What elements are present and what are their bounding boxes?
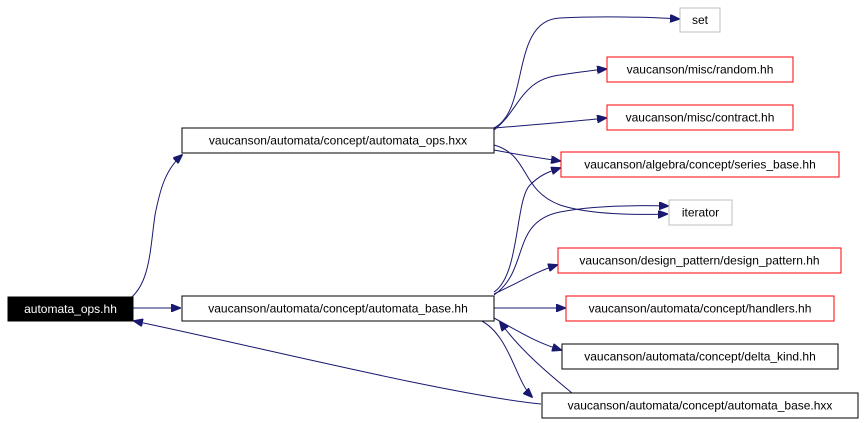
node-label: vaucanson/misc/random.hh: [627, 63, 774, 77]
node-label: automata_ops.hh: [24, 302, 117, 316]
node-label: vaucanson/automata/concept/automata_base…: [568, 399, 833, 413]
edge-ops-hxx-to-random: [493, 69, 606, 131]
node-label: vaucanson/automata/concept/delta_kind.hh: [584, 350, 816, 364]
edge-ops-hxx-to-contract: [493, 118, 606, 129]
node-label: iterator: [682, 206, 719, 220]
edge-base-hh-to-base-hxx: [479, 319, 532, 397]
node-handlers[interactable]: vaucanson/automata/concept/handlers.hh: [565, 295, 835, 322]
node-delta-kind[interactable]: vaucanson/automata/concept/delta_kind.hh: [561, 343, 839, 370]
node-automata-ops-hh[interactable]: automata_ops.hh: [7, 296, 134, 322]
edge-root-to-ops-hxx: [127, 155, 182, 301]
node-automata-ops-hxx[interactable]: vaucanson/automata/concept/automata_ops.…: [181, 127, 495, 154]
node-label: vaucanson/automata/concept/automata_ops.…: [209, 134, 467, 148]
node-label: set: [692, 13, 709, 27]
edges: [127, 17, 679, 405]
node-label: vaucanson/design_pattern/design_pattern.…: [579, 254, 819, 268]
nodes: automata_ops.hh vaucanson/automata/conce…: [7, 7, 859, 419]
node-label: vaucanson/automata/concept/automata_base…: [208, 302, 468, 316]
edge-ops-hxx-to-series-base: [493, 149, 560, 161]
node-design-pattern[interactable]: vaucanson/design_pattern/design_pattern.…: [557, 247, 842, 274]
node-automata-base-hh[interactable]: vaucanson/automata/concept/automata_base…: [181, 295, 495, 322]
node-contract[interactable]: vaucanson/misc/contract.hh: [606, 104, 794, 131]
node-automata-base-hxx[interactable]: vaucanson/automata/concept/automata_base…: [541, 392, 859, 419]
edge-base-hh-to-series-base: [493, 168, 560, 293]
edge-base-hh-to-iterator: [493, 206, 668, 296]
node-series-base[interactable]: vaucanson/algebra/concept/series_base.hh: [560, 151, 840, 178]
node-iterator[interactable]: iterator: [668, 199, 733, 226]
edge-ops-hxx-to-set: [493, 17, 679, 129]
node-label: vaucanson/automata/concept/handlers.hh: [589, 302, 812, 316]
node-set[interactable]: set: [679, 7, 721, 33]
edge-base-hxx-to-base-hh: [500, 322, 573, 394]
edge-base-hh-to-design-pattern: [493, 265, 557, 295]
node-label: vaucanson/algebra/concept/series_base.hh: [584, 158, 816, 172]
edge-ops-hxx-to-iterator: [493, 144, 667, 214]
node-label: vaucanson/misc/contract.hh: [626, 111, 775, 125]
node-random[interactable]: vaucanson/misc/random.hh: [606, 56, 794, 83]
edge-base-hxx-to-root: [134, 321, 542, 405]
